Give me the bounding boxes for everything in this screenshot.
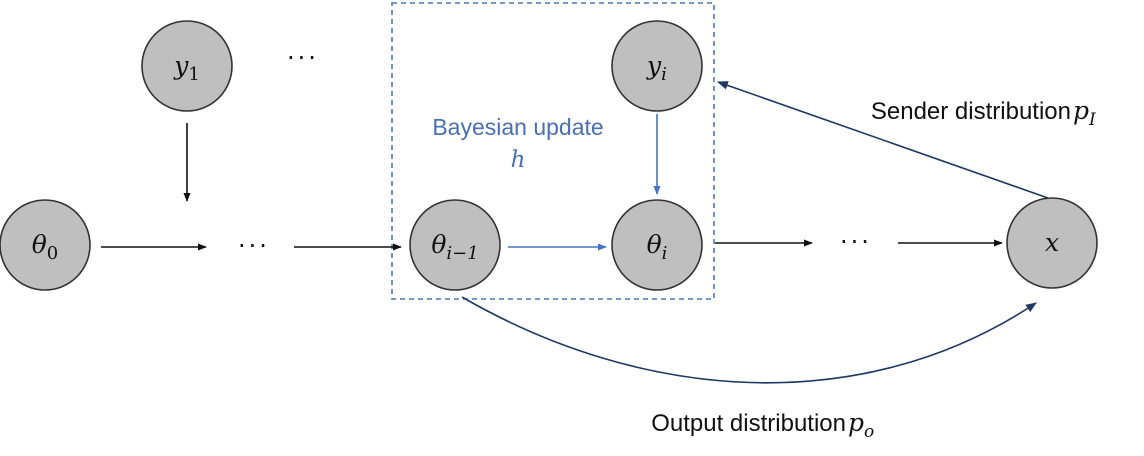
node-y1-main: y bbox=[173, 51, 189, 80]
output-distribution-label: Output distribution bbox=[651, 410, 846, 437]
node-yi-main: y bbox=[646, 51, 662, 80]
bayesian-update-label: Bayesian update bbox=[432, 114, 603, 140]
node-theta-im1-label: θi−1 bbox=[431, 230, 478, 264]
node-theta-i-sub: i bbox=[662, 243, 668, 264]
edge-x-to-yi-sender bbox=[716, 81, 1049, 199]
sender-distribution-sub: I bbox=[1088, 110, 1096, 130]
output-distribution-symbol: po bbox=[848, 408, 874, 442]
node-x-circle bbox=[1006, 197, 1098, 289]
sender-distribution-label: Sender distribution bbox=[871, 98, 1071, 125]
ellipsis-left: ··· bbox=[238, 232, 270, 260]
node-yi-label: yi bbox=[646, 51, 667, 85]
node-theta-im1-sub: i−1 bbox=[446, 243, 478, 264]
node-yi-circle bbox=[611, 20, 703, 112]
ellipsis-top: ··· bbox=[287, 44, 319, 72]
ellipsis-right: ··· bbox=[840, 228, 872, 256]
node-theta-im1-circle bbox=[409, 199, 501, 291]
node-y1: y1 bbox=[141, 20, 233, 112]
node-x-label: x bbox=[1045, 228, 1059, 257]
node-theta0: θ0 bbox=[0, 199, 91, 291]
node-x: x bbox=[1006, 197, 1098, 289]
sender-distribution-symbol: pI bbox=[1073, 96, 1096, 130]
node-theta-i-label: θi bbox=[647, 230, 668, 264]
node-theta-i-main: θ bbox=[647, 230, 662, 259]
node-theta-i-circle bbox=[611, 199, 703, 291]
node-theta0-sub: 0 bbox=[47, 243, 58, 264]
bayesian-update-symbol: h bbox=[511, 147, 526, 173]
node-y1-label: y1 bbox=[173, 51, 200, 85]
edge-theta-im1-to-x-output bbox=[461, 296, 1037, 384]
node-yi: yi bbox=[611, 20, 703, 112]
node-theta0-label: θ0 bbox=[32, 230, 59, 264]
bayesian-update-box bbox=[391, 2, 715, 300]
node-yi-sub: i bbox=[661, 64, 667, 85]
node-y1-circle bbox=[141, 20, 233, 112]
node-theta-i: θi bbox=[611, 199, 703, 291]
output-distribution-sub: o bbox=[864, 422, 874, 442]
sender-distribution-p: p bbox=[1073, 96, 1089, 125]
node-y1-sub: 1 bbox=[188, 64, 199, 85]
node-theta-im1: θi−1 bbox=[409, 199, 501, 291]
node-theta0-circle bbox=[0, 199, 91, 291]
node-theta0-main: θ bbox=[32, 230, 47, 259]
output-distribution-p: p bbox=[848, 408, 864, 437]
node-theta-im1-main: θ bbox=[431, 230, 446, 259]
